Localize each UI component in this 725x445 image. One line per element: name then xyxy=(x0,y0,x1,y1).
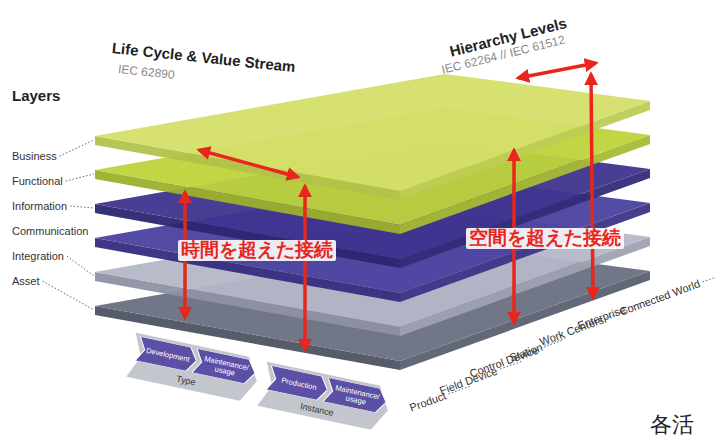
leader-line xyxy=(43,281,94,310)
annotation: 空間を超えた接続 xyxy=(466,228,624,249)
leader-line xyxy=(67,256,94,276)
hierarchy-level: Product xyxy=(408,389,448,413)
layer-name: Asset xyxy=(12,275,40,287)
layer-name: Business xyxy=(12,150,57,162)
layer-name: Integration xyxy=(12,250,64,262)
standard-number: IEC 62890 xyxy=(117,63,175,82)
layer-name: Communication xyxy=(12,225,88,237)
annotation: 時間を超えた接続 xyxy=(178,240,336,261)
leader-line xyxy=(703,277,716,282)
lifecycle-band: TypeDevelopmentMaintenance/ usage xyxy=(125,332,262,404)
layer-name: Functional xyxy=(12,175,63,187)
red-double-arrow xyxy=(591,74,593,298)
red-double-arrow xyxy=(518,63,596,78)
layer-name: Information xyxy=(12,200,67,212)
layers-heading: Layers xyxy=(12,88,60,105)
hierarchy-level: Work Centers xyxy=(538,313,605,347)
leader-line xyxy=(60,140,94,156)
leader-line xyxy=(70,206,94,208)
red-double-arrow xyxy=(303,186,307,350)
cropped-heading: 各活 xyxy=(650,413,694,437)
business-layer xyxy=(95,74,650,200)
red-double-arrow xyxy=(199,150,298,177)
leader-line xyxy=(66,174,94,181)
lifecycle-band: InstanceProductionMaintenance/ usage xyxy=(256,361,393,433)
